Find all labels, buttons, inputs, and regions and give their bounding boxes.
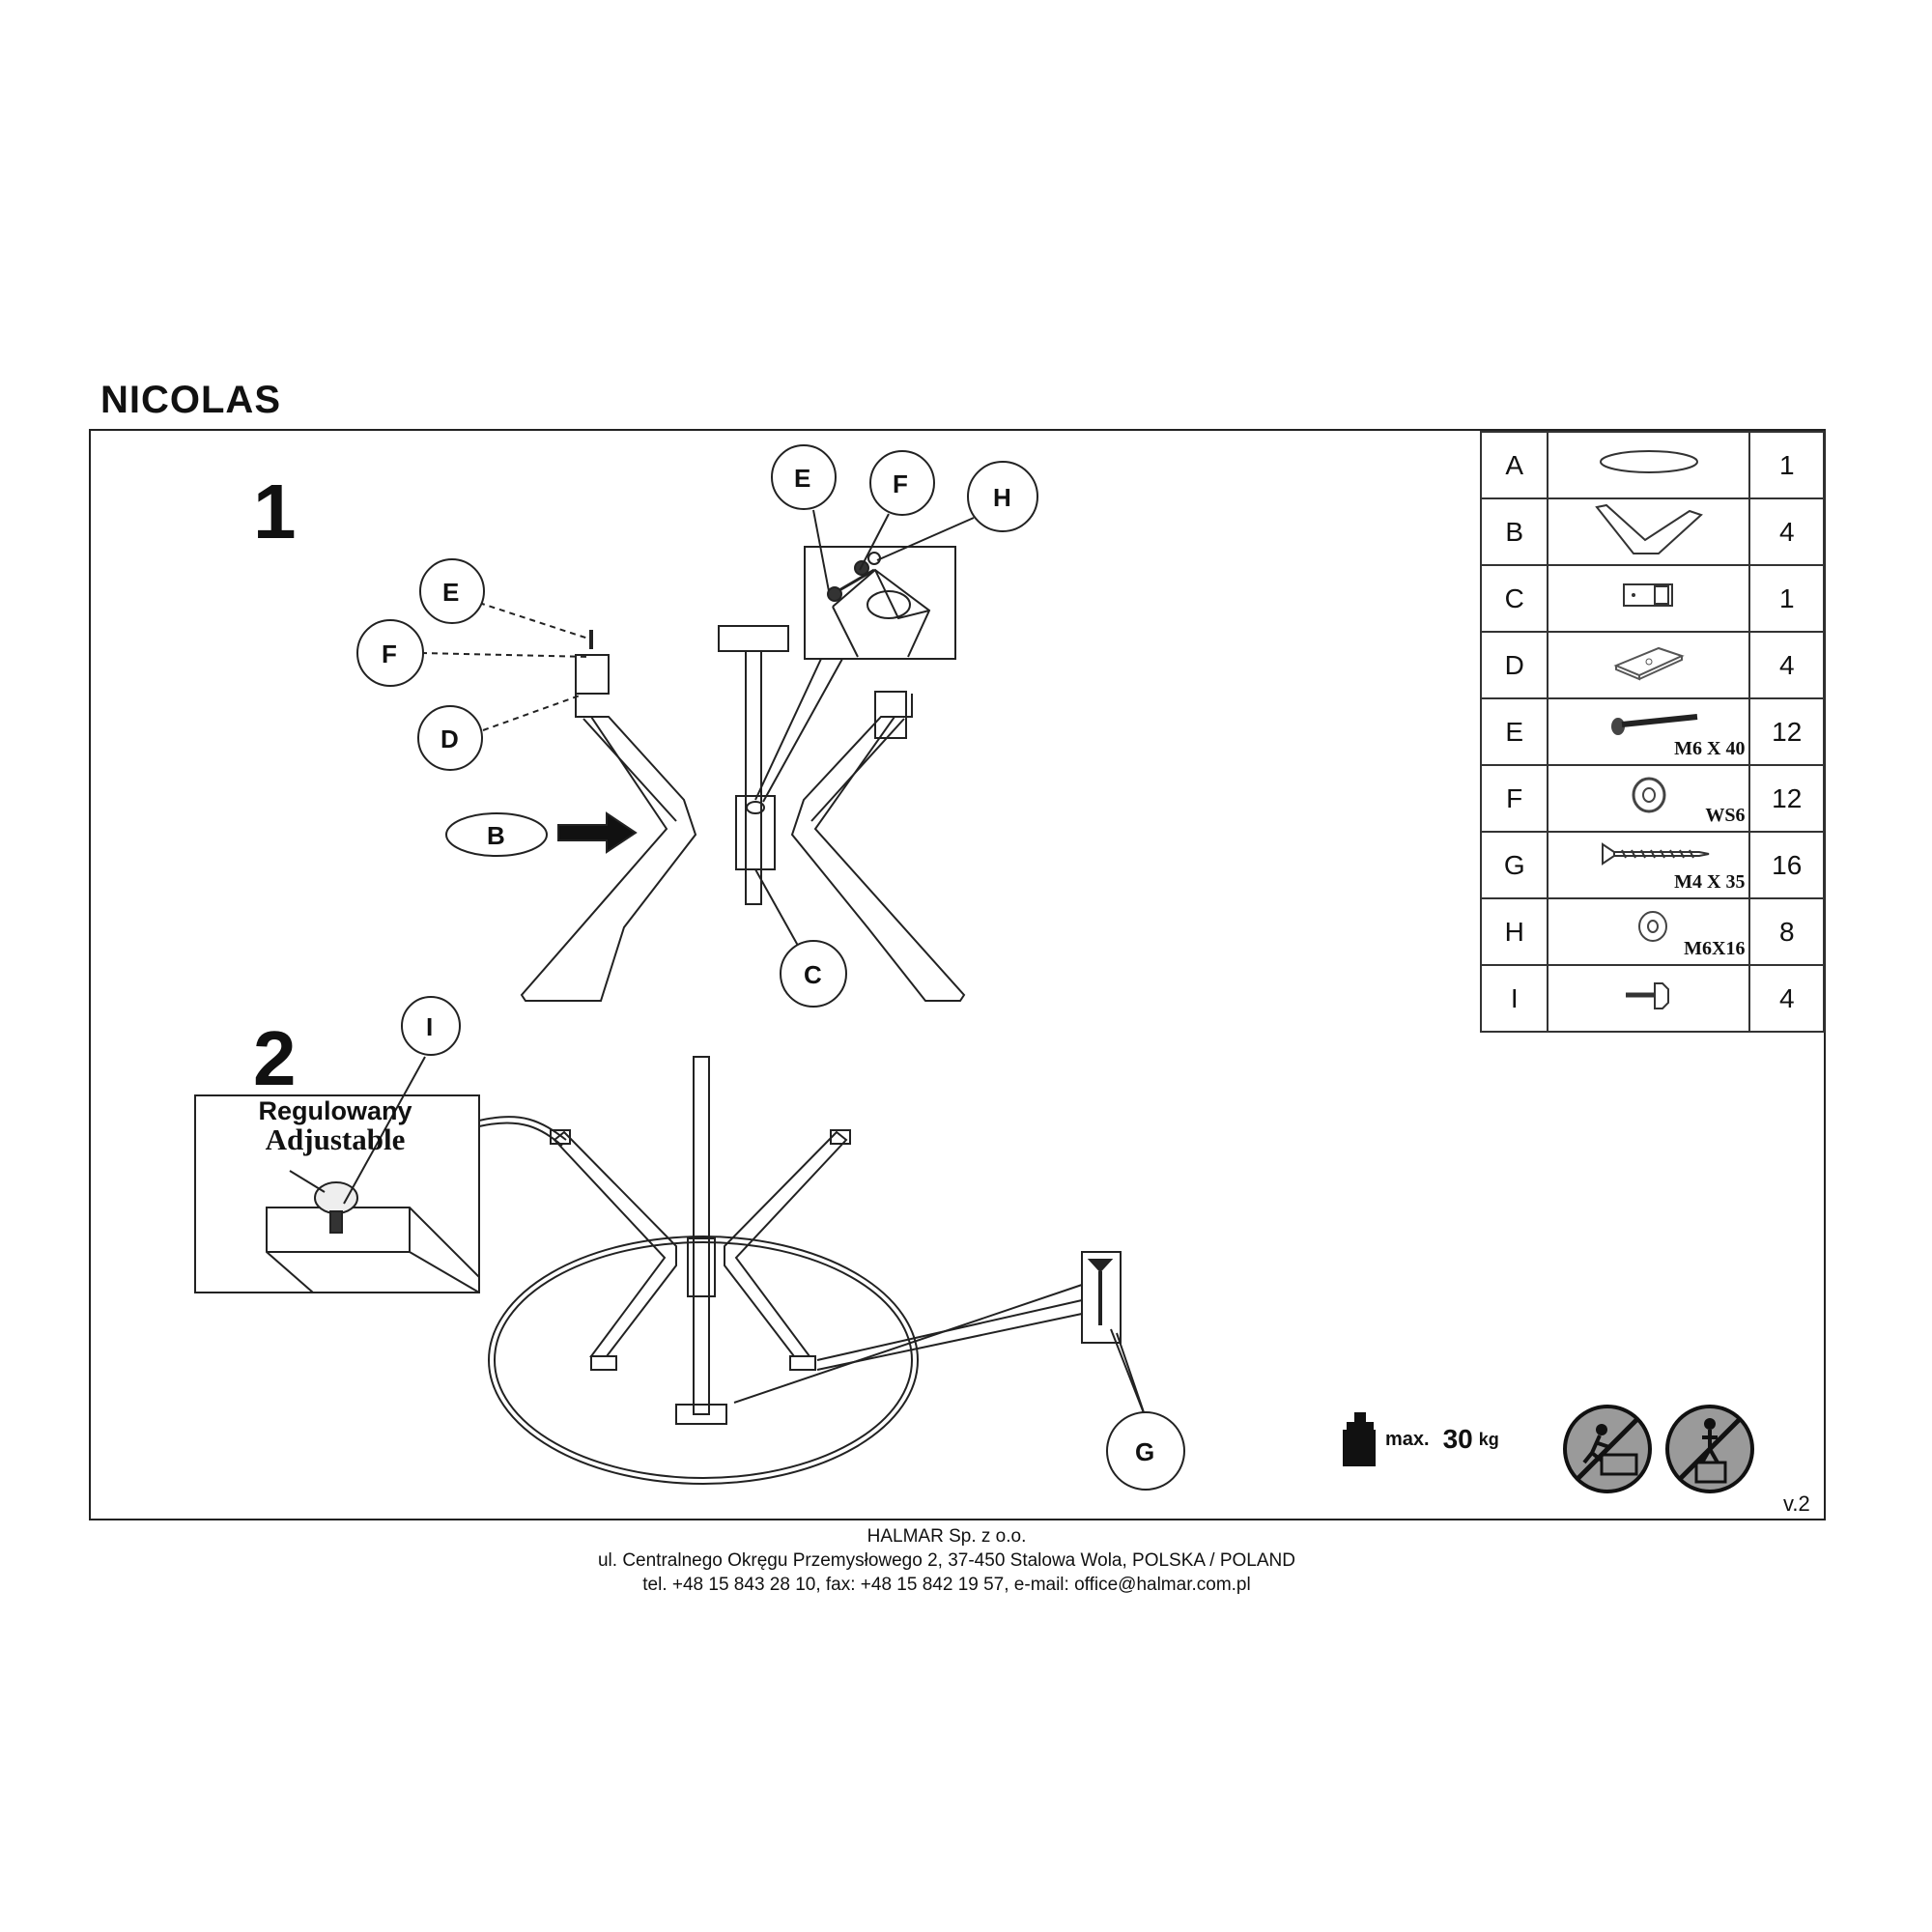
version-label: v.2 — [1783, 1492, 1810, 1516]
tabletop-icon — [1599, 450, 1698, 473]
part-picture — [1547, 497, 1751, 566]
part-qty: 1 — [1748, 431, 1825, 499]
part-letter: A — [1479, 431, 1549, 499]
part-spec: WS6 — [1705, 805, 1746, 826]
adjustable-label-en: Adjustable — [265, 1122, 406, 1156]
callout-b: B — [487, 821, 505, 850]
part-picture — [1547, 631, 1751, 699]
parts-row: H M6X16 8 — [1479, 897, 1825, 966]
parts-row: C 1 — [1479, 564, 1825, 633]
part-picture — [1547, 431, 1751, 499]
washer-icon — [1638, 911, 1668, 942]
footer-contact: tel. +48 15 843 28 10, fax: +48 15 842 1… — [642, 1575, 1251, 1595]
max-load: max. 30 kg — [1343, 1410, 1499, 1468]
parts-row: B 4 — [1479, 497, 1825, 566]
tabletop-drawing — [488, 1236, 919, 1485]
callout-f-top: F — [893, 469, 908, 498]
vertical-post-drawing — [745, 650, 762, 905]
parts-row: G M4 X 35 16 — [1479, 831, 1825, 899]
part-letter: H — [1479, 897, 1549, 966]
part-picture — [1547, 564, 1751, 633]
max-load-unit: kg — [1478, 1429, 1499, 1449]
document-title: NICOLAS — [100, 379, 281, 421]
parts-row: A 1 — [1479, 431, 1825, 499]
footer: HALMAR Sp. z o.o. ul. Centralnego Okręgu… — [0, 1524, 1893, 1597]
part-picture: M4 X 35 — [1547, 831, 1751, 899]
parts-table: A 1 B 4 C 1 D 4 E M6 X 40 12 F — [1479, 431, 1825, 1033]
part-qty: 4 — [1748, 497, 1825, 566]
part-letter: G — [1479, 831, 1549, 899]
callout-g: G — [1135, 1437, 1155, 1466]
callout-i: I — [426, 1012, 434, 1041]
callout-h-top: H — [993, 483, 1011, 512]
part-letter: C — [1479, 564, 1549, 633]
part-qty: 1 — [1748, 564, 1825, 633]
callout-d-left: D — [440, 724, 459, 753]
spring-washer-icon — [1632, 777, 1666, 813]
part-letter: D — [1479, 631, 1549, 699]
part-picture: M6 X 40 — [1547, 697, 1751, 766]
warning-icons — [1563, 1405, 1754, 1493]
part-picture: M6X16 — [1547, 897, 1751, 966]
instruction-frame — [89, 429, 1826, 1520]
part-qty: 12 — [1748, 764, 1825, 833]
part-spec: M6X16 — [1684, 938, 1746, 959]
part-spec: M6 X 40 — [1674, 738, 1746, 759]
parts-row: D 4 — [1479, 631, 1825, 699]
mounting-block-icon — [1613, 646, 1685, 681]
wood-screw-icon — [1602, 842, 1710, 866]
weight-icon — [1343, 1412, 1376, 1466]
block-d-right-drawing — [874, 691, 907, 739]
screw-detail-box — [1081, 1251, 1122, 1344]
adjustable-label: Regulowany Adjustable — [195, 1096, 475, 1157]
leg-left-drawing — [520, 694, 697, 1002]
callout-e-top: E — [794, 464, 811, 493]
adjustable-label-pl: Regulowany — [258, 1096, 412, 1125]
footer-address: ul. Centralnego Okręgu Przemysłowego 2, … — [597, 1550, 1295, 1571]
leg-right-drawing — [790, 694, 966, 1002]
part-qty: 8 — [1748, 897, 1825, 966]
bolt-icon — [1611, 714, 1698, 735]
step-number-2: 2 — [253, 1015, 297, 1101]
zoom-detail-box — [804, 546, 956, 660]
leg-icon — [1595, 503, 1703, 554]
part-letter: B — [1479, 497, 1549, 566]
top-plate-drawing — [718, 625, 789, 652]
part-letter: I — [1479, 964, 1549, 1033]
footer-company: HALMAR Sp. z o.o. — [867, 1526, 1027, 1547]
callout-f-left: F — [382, 639, 397, 668]
step2-post — [693, 1056, 710, 1415]
callout-c: C — [804, 960, 822, 989]
part-qty: 4 — [1748, 964, 1825, 1033]
block-d-left-drawing — [575, 654, 610, 695]
part-qty: 12 — [1748, 697, 1825, 766]
no-standing-icon — [1665, 1405, 1754, 1493]
connector-plate-icon — [1622, 583, 1673, 607]
part-letter: E — [1479, 697, 1549, 766]
parts-row: I 4 — [1479, 964, 1825, 1033]
part-qty: 4 — [1748, 631, 1825, 699]
part-qty: 16 — [1748, 831, 1825, 899]
max-load-label: max. — [1385, 1428, 1430, 1450]
part-picture: WS6 — [1547, 764, 1751, 833]
part-letter: F — [1479, 764, 1549, 833]
connector-c-drawing — [735, 795, 776, 870]
step-number-1: 1 — [253, 469, 297, 554]
no-climbing-icon — [1563, 1405, 1652, 1493]
part-picture — [1547, 964, 1751, 1033]
parts-row: E M6 X 40 12 — [1479, 697, 1825, 766]
adjustable-foot-icon — [1625, 982, 1669, 1009]
part-spec: M4 X 35 — [1674, 871, 1746, 893]
parts-row: F WS6 12 — [1479, 764, 1825, 833]
max-load-value: 30 — [1442, 1424, 1473, 1454]
callout-e-left: E — [442, 578, 460, 607]
